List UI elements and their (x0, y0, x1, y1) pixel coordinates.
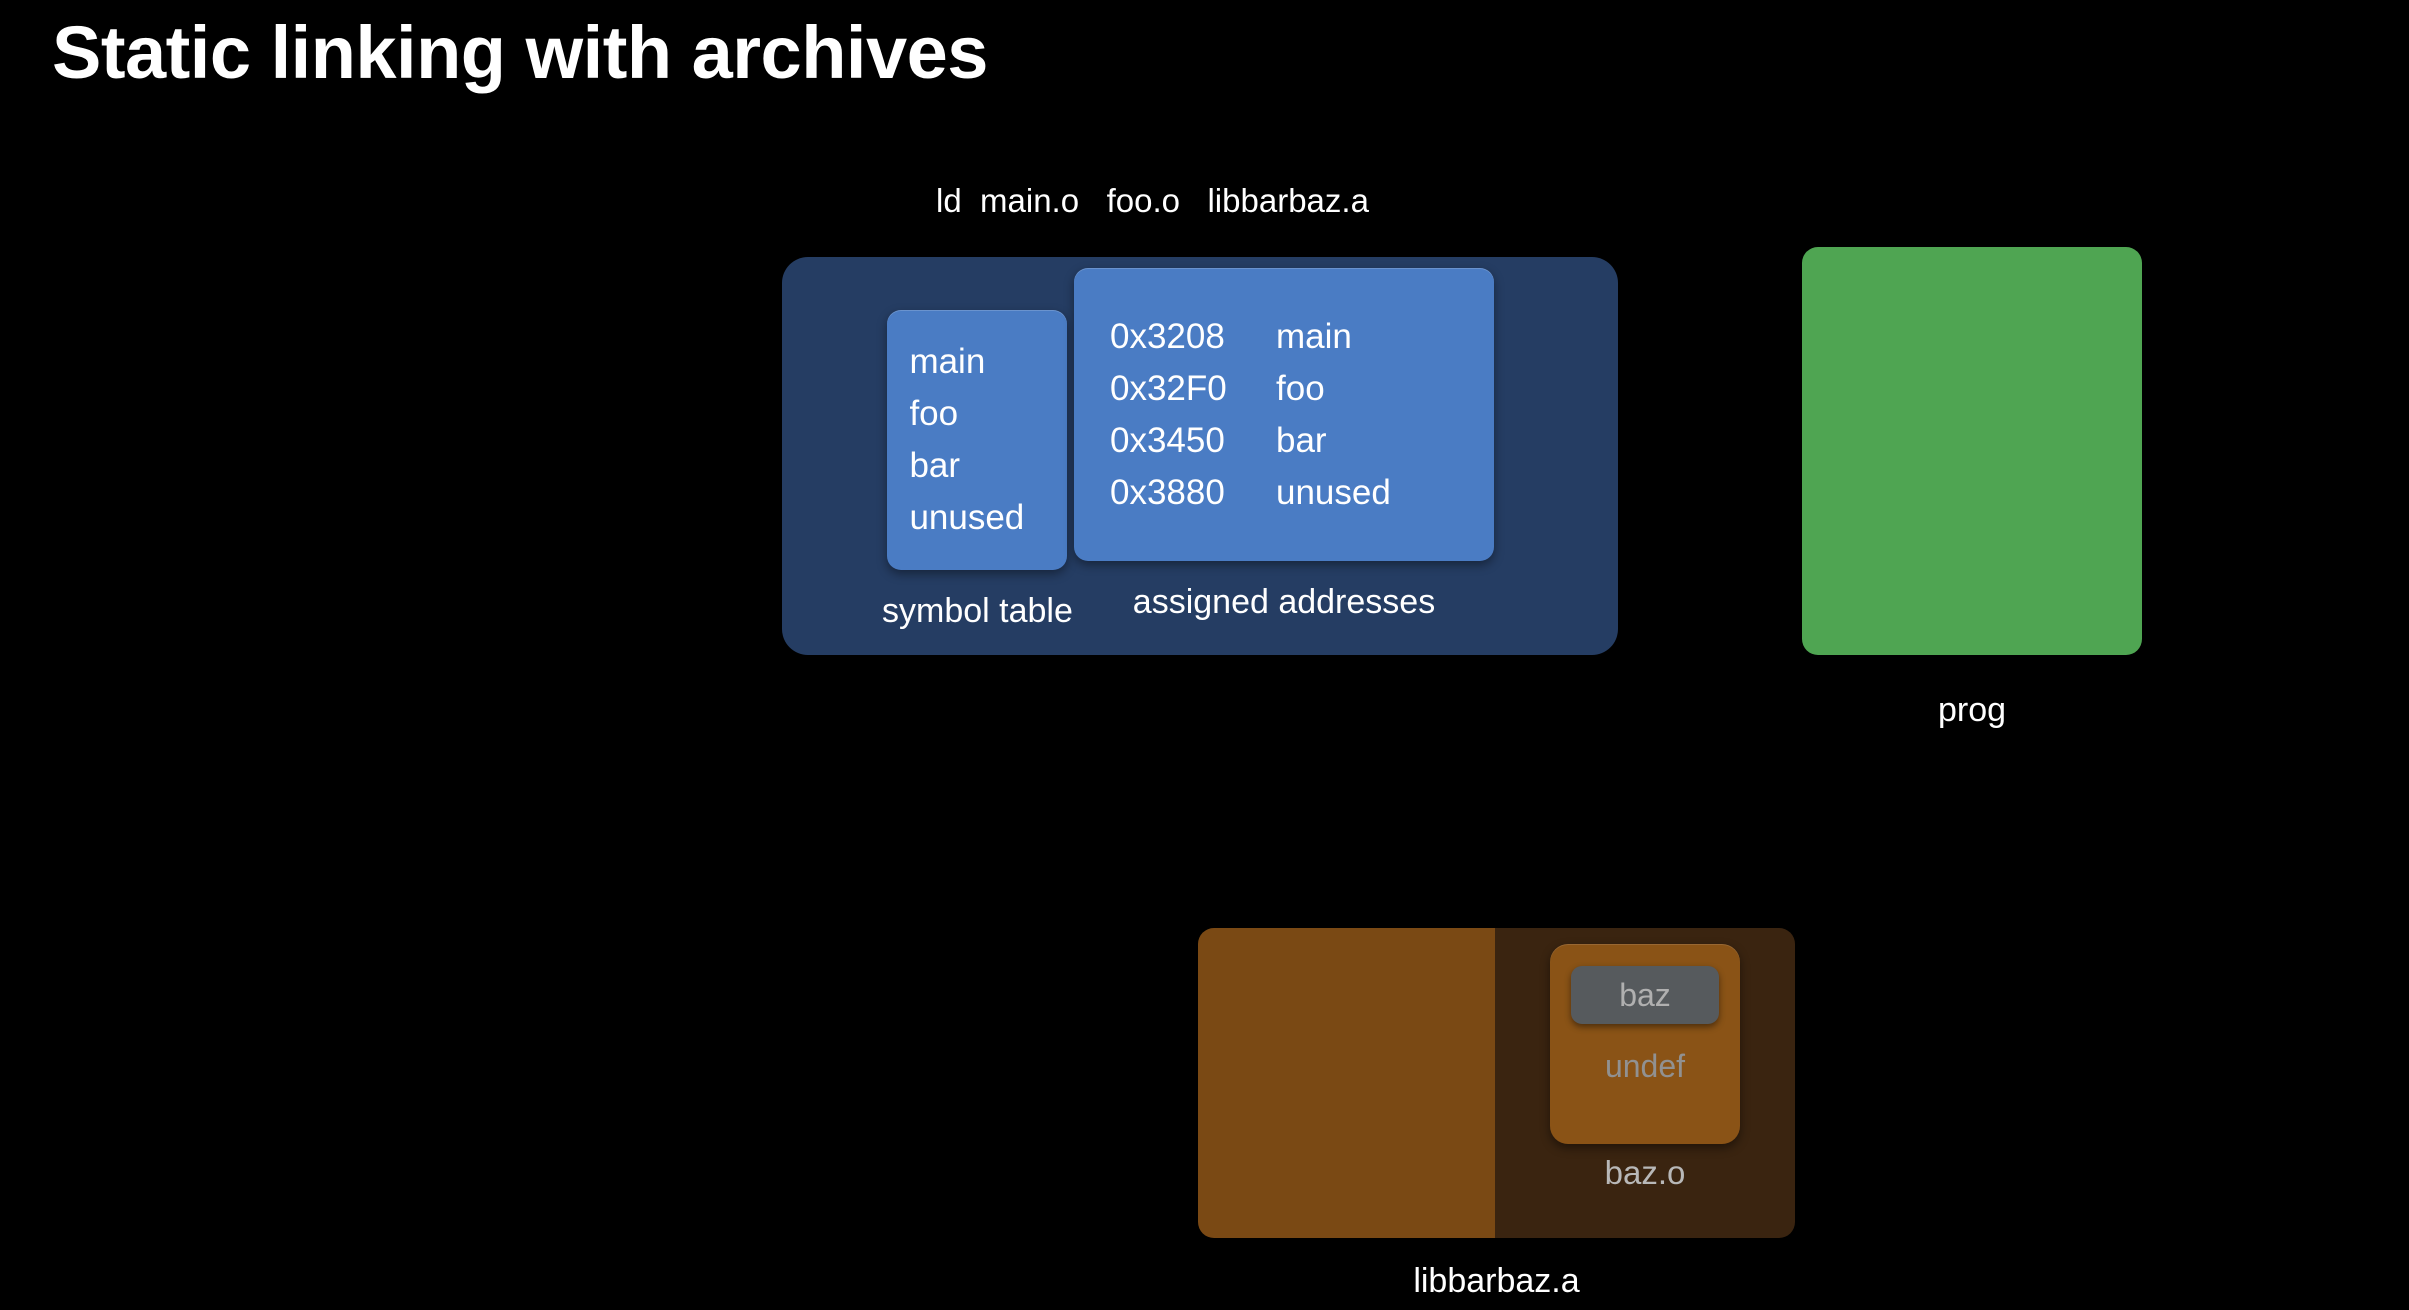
linker-panel: main foo bar unused symbol table 0x3208 … (782, 257, 1618, 655)
symbol-table-card: main foo bar unused (887, 310, 1068, 570)
assigned-addresses-caption: assigned addresses (1132, 583, 1436, 621)
archive-label: libbarbaz.a (1413, 1262, 1580, 1300)
symbol-row: unused (909, 498, 1025, 537)
archive-group: baz undef baz.o libbarbaz.a (1198, 928, 1795, 1301)
address-symbol: bar (1276, 420, 1327, 460)
symbol-row: foo (909, 394, 959, 433)
address-row: 0x3880 unused (1110, 467, 1494, 519)
output-program-label: prog (1937, 691, 2007, 729)
archive-member-left (1198, 928, 1495, 1238)
address-row: 0x3208 main (1110, 311, 1494, 363)
address-value: 0x3450 (1110, 420, 1225, 460)
address-symbol: unused (1276, 472, 1391, 512)
page-title: Static linking with archives (52, 11, 988, 94)
symbol-table-caption: symbol table (882, 592, 1073, 630)
symbol-status-undef: undef (1604, 1048, 1686, 1084)
address-row: 0x32F0 foo (1110, 363, 1494, 415)
archive-object-bazo: baz undef (1550, 944, 1740, 1144)
address-row: 0x3450 bar (1110, 415, 1494, 467)
assigned-addresses-group: 0x3208 main 0x32F0 foo 0x3450 bar 0x3880… (1074, 268, 1494, 622)
output-program-group: prog (1802, 247, 2142, 730)
archive-member-right: baz undef baz.o (1495, 928, 1795, 1238)
address-value: 0x3880 (1110, 472, 1225, 512)
address-value: 0x32F0 (1110, 368, 1227, 408)
output-program-box (1802, 247, 2142, 655)
archive-box: baz undef baz.o (1198, 928, 1795, 1238)
assigned-addresses-card: 0x3208 main 0x32F0 foo 0x3450 bar 0x3880… (1074, 268, 1494, 561)
linker-command-line: ld main.o foo.o libbarbaz.a (936, 182, 1369, 219)
symbol-row: bar (909, 446, 961, 485)
symbol-table-group: main foo bar unused symbol table (882, 310, 1073, 631)
symbol-row: main (909, 342, 986, 381)
symbol-chip-baz: baz (1571, 966, 1719, 1024)
address-value: 0x3208 (1110, 316, 1225, 356)
address-symbol: main (1276, 316, 1352, 356)
archive-object-label: baz.o (1604, 1154, 1686, 1191)
address-symbol: foo (1276, 368, 1325, 408)
